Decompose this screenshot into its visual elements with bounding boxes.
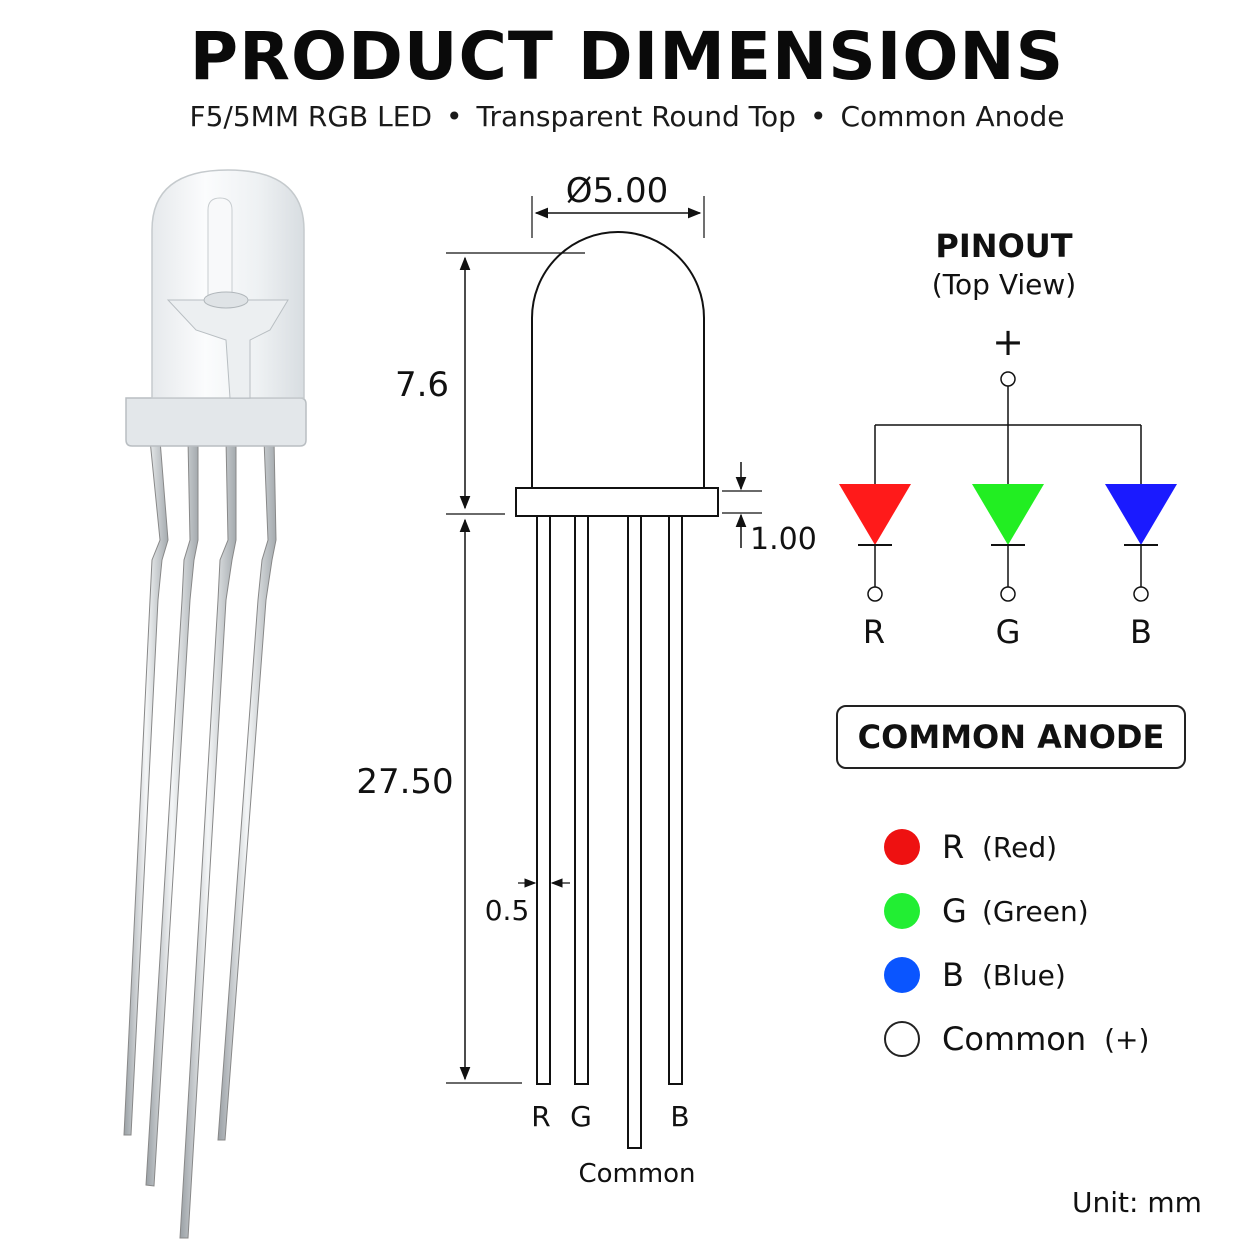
green-dot-icon xyxy=(884,893,920,929)
head-height-label: 7.6 xyxy=(395,365,449,405)
drawing-lead-label-b: B xyxy=(670,1100,689,1133)
blue-dot-icon xyxy=(884,957,920,993)
green-terminal xyxy=(1000,586,1016,602)
common-dot-icon xyxy=(884,1021,920,1057)
legend-item-green: G (Green) xyxy=(884,886,1184,936)
red-terminal xyxy=(867,586,883,602)
pinout-title: PINOUT xyxy=(935,227,1072,265)
drawing-lead-b xyxy=(668,515,683,1085)
pinout-label-r: R xyxy=(863,613,885,651)
drawing-lead-common xyxy=(627,515,642,1149)
led-internal-post xyxy=(207,197,233,301)
legend-item-common: Common (+) xyxy=(884,1014,1184,1064)
pinout-plus-label: + xyxy=(992,320,1024,364)
legend-name: (Green) xyxy=(982,894,1089,928)
legend-letter: B xyxy=(942,956,964,994)
subtitle-separator: • xyxy=(809,100,827,133)
technical-drawing: Ø5.00 7.6 1.00 27.50 0.5 R G B Common xyxy=(356,171,816,1189)
unit-label: Unit: mm xyxy=(1072,1186,1202,1219)
pinout-schematic: PINOUT (Top View) + R G B xyxy=(839,227,1177,651)
legend-name: (+) xyxy=(1104,1022,1150,1056)
red-dot-icon xyxy=(884,829,920,865)
drawing-lead-r xyxy=(536,515,551,1085)
blue-diode-icon xyxy=(1105,484,1177,545)
subtitle-lens: Transparent Round Top xyxy=(476,100,796,133)
legend-item-blue: B (Blue) xyxy=(884,950,1184,1000)
pinout-label-g: G xyxy=(996,613,1021,651)
drawing-flange xyxy=(515,487,719,517)
led-internal-frame xyxy=(166,299,289,399)
anode-terminal xyxy=(1000,371,1016,387)
legend-name: (Blue) xyxy=(982,958,1066,992)
led-leg-4 xyxy=(217,439,277,1141)
pinout-subtitle: (Top View) xyxy=(932,268,1076,301)
led-die-cup xyxy=(203,291,249,309)
drawing-lead-label-g: G xyxy=(570,1100,592,1133)
legend-letter: G xyxy=(942,892,967,930)
legend-letter: R xyxy=(942,828,965,866)
lead-width-label: 0.5 xyxy=(485,894,530,927)
led-leg-1 xyxy=(123,439,169,1136)
legend-item-red: R (Red) xyxy=(884,822,1184,872)
red-diode-icon xyxy=(839,484,911,545)
diameter-label: Ø5.00 xyxy=(566,171,668,211)
lead-length-label: 27.50 xyxy=(356,762,453,802)
legend-name: (Red) xyxy=(982,830,1058,864)
blue-terminal xyxy=(1133,586,1149,602)
pinout-label-b: B xyxy=(1130,613,1152,651)
green-diode-icon xyxy=(972,484,1044,545)
led-leg-2 xyxy=(145,439,199,1187)
flange-label: 1.00 xyxy=(750,522,817,557)
common-anode-badge: COMMON ANODE xyxy=(836,705,1186,769)
subtitle-type: Common Anode xyxy=(840,100,1065,133)
drawing-lead-label-r: R xyxy=(531,1100,550,1133)
subtitle-separator: • xyxy=(446,100,463,133)
led-flange xyxy=(125,397,307,447)
drawing-lens-outline xyxy=(531,231,705,488)
led-illustration xyxy=(123,169,307,1239)
subtitle-product: F5/5MM RGB LED xyxy=(189,100,433,133)
legend-letter: Common xyxy=(942,1020,1087,1058)
drawing-lead-g xyxy=(574,515,589,1085)
page-title: PRODUCT DIMENSIONS xyxy=(189,18,1065,95)
page-subtitle: F5/5MM RGB LED • Transparent Round Top • Com… xyxy=(0,100,1254,133)
led-leg-3 xyxy=(179,439,237,1239)
drawing-lead-label-common: Common xyxy=(578,1159,695,1189)
